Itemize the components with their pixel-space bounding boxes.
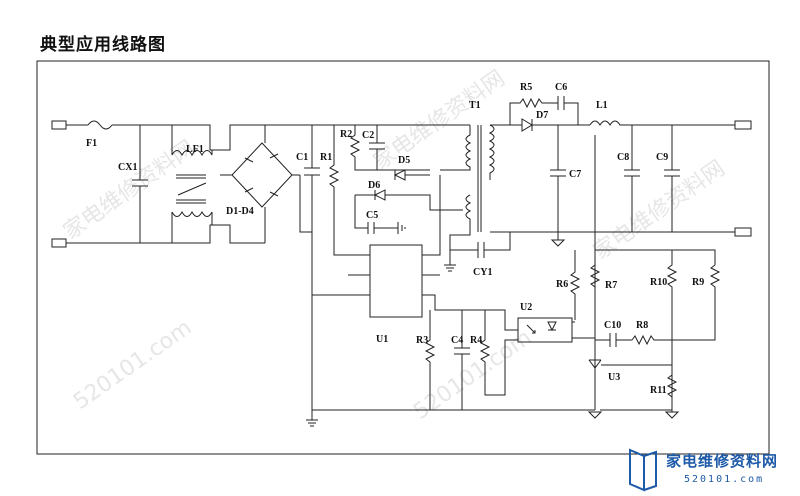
ground-u3 [587,411,603,419]
label-r9: R9 [692,277,704,288]
label-d5: D5 [398,155,410,166]
bridge-rectifier-d1-d4 [220,125,300,243]
ic-u1 [369,244,423,318]
diagram-title: 典型应用线路图 [40,35,166,55]
ground-c7 [550,232,566,247]
label-r2: R2 [340,129,352,140]
resistor-r4 [479,310,518,396]
ground-primary [444,264,456,272]
site-logo: 家电维修资料网 520101.com [624,446,800,492]
capacitor-c5 [354,195,398,234]
resistor-r10 [600,250,678,411]
svg-text:家电维修资料网: 家电维修资料网 [589,156,730,265]
inductor-l1 [589,120,735,126]
label-c8: C8 [617,152,629,163]
logo-mark-icon [629,448,657,492]
label-r4: R4 [470,335,482,346]
logo-url: 520101.com [684,474,765,485]
svg-text:520101.com: 520101.com [69,315,196,415]
capacitor-cy1 [450,231,511,258]
label-c2: C2 [362,130,374,141]
label-r10: R10 [650,277,667,288]
fuse-f1 [66,120,140,130]
label-d6: D6 [368,180,380,191]
capacitor-c4 [454,310,470,410]
label-r6: R6 [556,279,568,290]
ground-c5 [397,222,406,234]
label-c1: C1 [296,152,308,163]
label-u3: U3 [608,372,620,383]
resistor-r9 [672,264,721,341]
capacitor-c10 [595,333,632,347]
regulator-u3 [588,340,672,410]
snubber-r5-c6 [509,96,579,125]
label-c10: C10 [604,320,621,331]
diode-d7 [510,118,590,132]
capacitor-c2 [369,125,385,170]
label-r7: R7 [605,280,617,291]
resistor-r1 [328,125,370,256]
ground-r11 [664,411,680,419]
label-r8: R8 [636,320,648,331]
transformer-t1 [440,124,510,265]
capacitor-c7 [550,125,566,232]
diode-d5 [393,169,430,181]
label-c5: C5 [366,210,378,221]
label-r5: R5 [520,82,532,93]
resistor-r8 [631,334,672,346]
dc-output-terminals [734,120,752,237]
diode-d6 [355,189,463,211]
label-lf1: LF1 [186,144,204,155]
svg-text:家电维修资料网: 家电维修资料网 [369,66,510,175]
resistor-r2 [349,125,430,171]
choke-lf1 [171,125,213,243]
watermark: 家电维修资料网 家电维修资料网 520101.com 520101.com 家电… [59,66,730,425]
capacitor-cx1 [132,125,148,243]
label-cy1: CY1 [473,267,492,278]
capacitor-c8 [624,125,640,232]
resistor-r6 [569,250,581,320]
label-c4: C4 [451,335,463,346]
label-l1: L1 [596,100,608,111]
label-r1: R1 [320,152,332,163]
svg-text:家电维修资料网: 家电维修资料网 [59,136,200,245]
label-t1: T1 [469,100,481,111]
capacitor-c1 [304,125,320,232]
resistor-r7 [589,264,601,288]
label-d7: D7 [536,110,548,121]
resistor-r3 [424,310,436,410]
label-d1-d4: D1-D4 [226,206,254,217]
label-u2: U2 [520,302,532,313]
label-f1: F1 [86,138,97,149]
resistor-r11 [666,365,678,412]
label-c9: C9 [656,152,668,163]
label-c6: C6 [555,82,567,93]
label-u1: U1 [376,334,388,345]
optocoupler-u2 [517,317,595,343]
label-cx1: CX1 [118,162,137,173]
ground-main [306,410,318,427]
logo-text: 家电维修资料网 [666,452,779,470]
label-c7: C7 [569,169,581,180]
capacitor-c9 [664,125,680,232]
label-r3: R3 [416,335,428,346]
label-r11: R11 [650,385,667,396]
schematic-frame [36,60,770,455]
